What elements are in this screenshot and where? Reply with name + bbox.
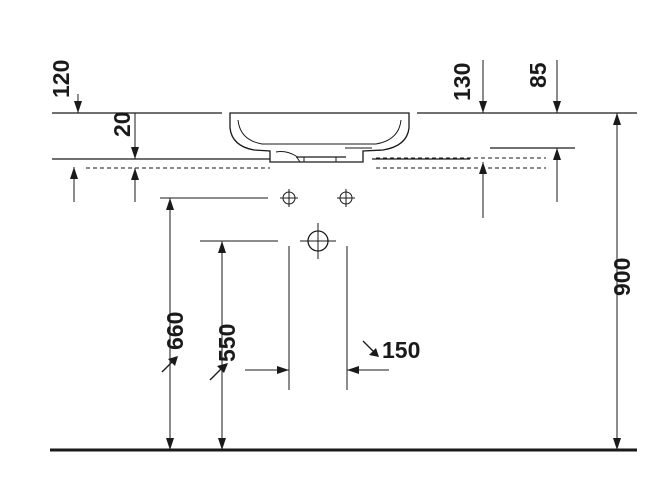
water-supply-left <box>280 189 298 207</box>
dimension-label-130: 130 <box>449 63 475 101</box>
countertop <box>52 112 637 169</box>
dimension-label-120: 120 <box>48 60 74 98</box>
dimension-120: 120 <box>48 60 82 202</box>
dimension-85: 85 <box>525 60 561 202</box>
dimension-150: 150 <box>245 337 420 374</box>
basin-outline <box>229 112 410 163</box>
dimension-130: 130 <box>449 60 487 218</box>
dimension-660: 660 <box>161 198 188 450</box>
dimension-label-20: 20 <box>109 111 135 137</box>
dimension-label-550: 550 <box>214 324 240 362</box>
dimension-label-150: 150 <box>382 337 420 363</box>
dimension-900: 900 <box>609 113 635 450</box>
dimension-label-660: 660 <box>162 312 188 350</box>
dimension-label-900: 900 <box>609 258 635 296</box>
drain-outlet <box>300 223 336 259</box>
dimension-20: 20 <box>109 111 139 202</box>
dimension-550: 550 <box>209 241 240 450</box>
dimension-label-85: 85 <box>525 62 551 88</box>
water-supply-right <box>337 189 355 207</box>
